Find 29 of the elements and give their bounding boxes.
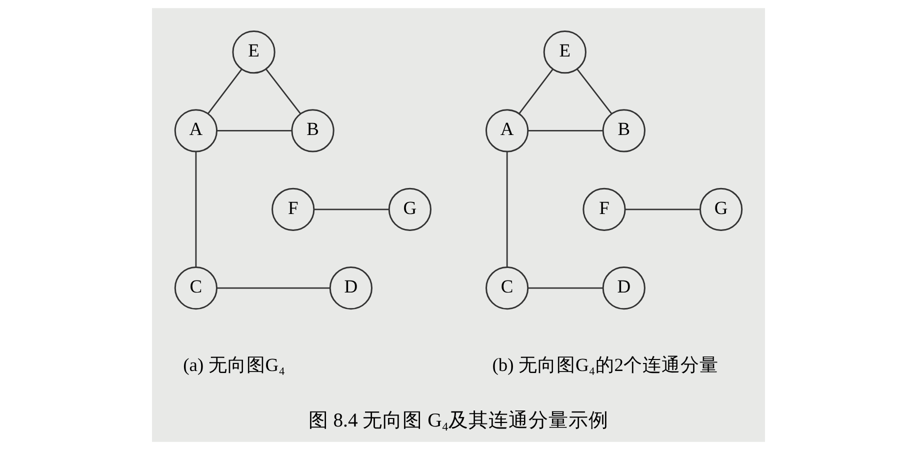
connector bbox=[625, 208, 700, 210]
connector bbox=[216, 287, 330, 289]
caption: 图 8.4 无向图 G₄及其连通分量示例 bbox=[308, 409, 609, 432]
connector bbox=[528, 287, 603, 289]
node-circle: A bbox=[174, 109, 218, 152]
node-circle: G bbox=[388, 188, 432, 231]
label: (b) 无向图G₄的2个连通分量 bbox=[492, 356, 719, 376]
connector bbox=[314, 208, 389, 210]
connector bbox=[208, 69, 242, 114]
node-circle: F bbox=[582, 188, 626, 231]
node-circle: E bbox=[543, 30, 586, 74]
node-circle: F bbox=[272, 188, 315, 231]
node-circle: C bbox=[174, 266, 218, 310]
node-circle: B bbox=[602, 109, 646, 152]
node-circle: D bbox=[329, 266, 372, 310]
connector bbox=[528, 130, 603, 132]
connector bbox=[506, 152, 508, 267]
connector bbox=[265, 68, 302, 114]
node-circle: B bbox=[291, 109, 334, 152]
node-circle: C bbox=[486, 266, 529, 310]
connector bbox=[518, 69, 554, 114]
node-circle: G bbox=[699, 188, 743, 231]
node-circle: D bbox=[602, 266, 646, 310]
connector bbox=[576, 68, 612, 114]
node-circle: E bbox=[232, 30, 276, 74]
connector bbox=[216, 130, 292, 132]
connector bbox=[195, 152, 197, 267]
label: (a) 无向图G₄ bbox=[183, 356, 286, 376]
node-circle: A bbox=[486, 109, 529, 152]
